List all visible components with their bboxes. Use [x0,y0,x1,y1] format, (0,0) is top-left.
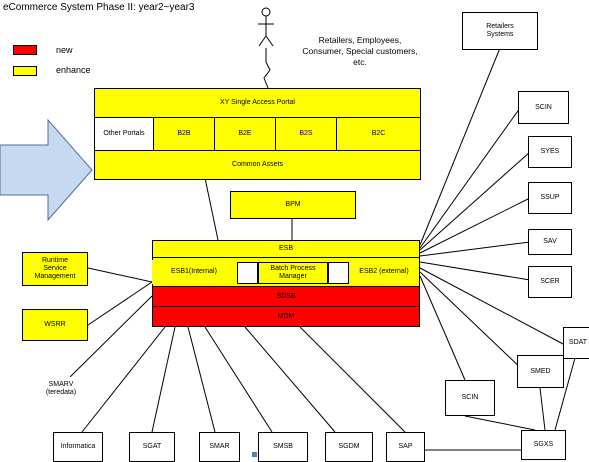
portal-esb-line [204,177,219,241]
scin-bottom-line [419,275,466,381]
portal-title: XY Single Access Portal [220,99,295,106]
sgxs-label: SGXS [533,441,554,448]
sav-box: SAV [528,229,572,255]
syes-box: SYES [528,136,572,168]
informatica-line [81,326,166,433]
scin-bottom-label: SCIN [461,394,479,401]
sgat-label: SGAT [142,443,162,450]
smsb-label: SMSB [273,443,293,450]
sgat-box: SGAT [129,432,175,462]
scin-top-label: SCIN [535,103,552,111]
sdsb-box: SDSB [152,286,420,307]
actor-icon [258,7,274,47]
sgxs-box: SGXS [521,430,566,460]
sdsb-label: SDSB [276,292,296,300]
smarv-label: SMARV (teredata) [45,381,77,396]
ssup-label: SSUP [540,194,560,201]
esb-internal-label: ESB1(Internal) [171,268,217,275]
legend-new-label: new [56,45,73,55]
esb-internal-box: ESB1(Internal) [152,260,236,284]
bpm-label: BPM [285,201,301,208]
esb-title-box: ESB [152,240,420,258]
common-assets-label: Common Assets [232,161,283,168]
smed-sgxs-line [539,387,546,431]
esb-external-box: ESB2 (external) [349,260,419,284]
scer-line [419,261,531,281]
actor-to-portal-line [263,48,271,89]
smarv-box: SMARV (teredata) [36,377,86,401]
sap-line [299,326,406,433]
informatica-box: Informatica [53,432,103,462]
smar-label: SMAR [209,443,230,450]
scer-label: SCER [540,278,560,285]
b2b-label: B2B [177,130,191,137]
b2s-label: B2S [299,130,313,137]
wsrr-label: WSRR [44,321,66,328]
b2e-box: B2E [214,117,276,151]
smed-box: SMED [517,355,564,388]
b2b-box: B2B [153,117,215,151]
legend-new-swatch [13,45,37,55]
informatica-label: Informatica [60,443,96,450]
b2e-label: B2E [238,130,252,137]
sdat-box: SDAT [563,327,589,359]
smar-line [187,326,216,433]
sdat-label: SDAT [568,339,588,346]
smar-box: SMAR [199,432,240,462]
sgdm-label: SGDM [338,443,360,450]
diagram-title: eCommerce System Phase II: year2~year3 [3,2,195,13]
esb-title: ESB [278,245,293,252]
runtime-service-box: Runtime Service Management [22,252,88,286]
common-assets-box: Common Assets [94,150,421,180]
smed-label: SMED [530,367,551,375]
smarv-sdsb-line [69,295,153,378]
sdat-sgxs-line [554,357,576,431]
ssup-box: SSUP [528,182,572,214]
esb-gap-right [328,262,349,284]
runtime-esb-line [87,267,153,283]
sgat-line [151,326,176,433]
legend-enhance-swatch [13,66,37,76]
esb-external-label: ESB2 (external) [359,268,409,275]
batch-process-label: Batch Process Manager [270,265,316,280]
wsrr-esb-line [87,281,153,326]
smsb-line [204,326,273,433]
other-portals-label: Other Portals [103,130,145,137]
b2s-box: B2S [275,117,337,151]
small-marker-icon [252,452,257,457]
portal-title-box: XY Single Access Portal [94,88,421,118]
sav-line [419,241,531,257]
retailers-systems-box: Retailers Systems [462,12,538,50]
sap-label: SAP [398,443,413,450]
sgdm-line [244,326,336,433]
mdm-box: MDM [152,306,420,327]
esb-gap-left [237,262,258,284]
bpm-box: BPM [230,191,356,219]
wsrr-box: WSRR [22,309,88,341]
mdm-label: MDM [277,312,295,320]
runtime-service-label: Runtime Service Management [34,257,76,280]
smed-line [419,271,526,373]
legend-enhance-label: enhance [56,65,91,75]
ssup-line [419,197,531,254]
sdat-line [419,267,566,346]
b2c-label: B2C [371,130,386,137]
batch-process-box: Batch Process Manager [258,262,328,284]
retailers-systems-label: Retailers Systems [486,23,514,38]
scin-top-box: SCIN [518,91,569,124]
syes-label: SYES [540,148,560,155]
retailers-line [419,47,501,246]
sav-label: SAV [543,238,557,245]
scin-top-line [419,107,521,249]
scin-sgxs-line [464,415,536,431]
syes-line [419,151,531,251]
b2c-box: B2C [336,117,421,151]
scin-bottom-box: SCIN [445,380,495,416]
users-label: Retailers, Employees, Consumer, Special … [302,35,418,67]
big-arrow-icon [0,118,93,222]
scer-box: SCER [528,266,572,298]
other-portals-box: Other Portals [94,117,154,151]
